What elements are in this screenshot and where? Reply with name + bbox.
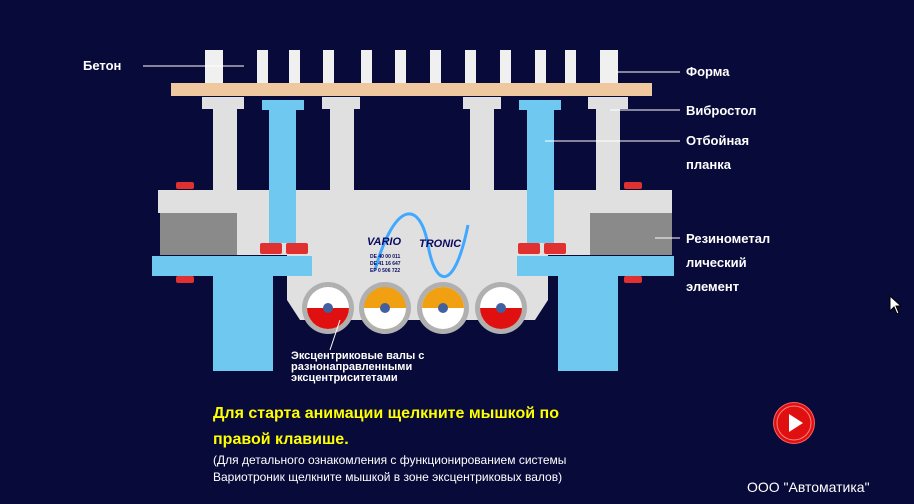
concrete-posts [205,50,618,83]
leader-lines [143,65,680,351]
label-beater-line2: планка [686,157,731,172]
patent-3: EP 0 506 722 [370,268,401,274]
label-rubber-line1: Резинометал [686,231,771,246]
label-rubber-line3: элемент [686,279,740,294]
label-form: Форма [686,64,730,79]
company-name: ООО "Автоматика" [747,479,870,495]
form-plate [171,83,652,96]
instruction-note: (Для детального ознакомления с функциони… [213,452,693,486]
label-shafts-line3: эксцентриситетами [291,372,398,384]
cursor-icon [889,295,903,315]
vario-wave [373,212,470,278]
patent-numbers: DE 40 00 011 DE 41 16 647 EP 0 506 722 [370,254,401,275]
label-shafts-line1: Эксцентриковые валы с [291,350,425,362]
label-shafts: Эксцентриковые валы с разнонаправленными… [291,351,491,384]
eccentric-shaft-2[interactable] [359,282,411,334]
label-concrete: Бетон [83,58,122,73]
instruction-note2: Вариотроник щелкните мышкой в зоне эксце… [213,470,563,484]
play-button[interactable] [774,403,814,443]
base-frame [152,256,674,371]
beater-bars [262,100,561,243]
instruction-text: Для старта анимации щелкните мышкой по п… [213,401,733,453]
label-beater: Отбойная планка [686,129,826,177]
brand-vario: VARIO [367,236,402,248]
eccentric-shafts[interactable] [302,282,527,334]
brand-tronic: TRONIC [419,238,462,250]
label-vibrotable: Вибростол [686,103,757,118]
rubber-element-right [590,213,672,255]
label-shafts-line2: разнонаправленными [291,361,413,373]
label-beater-line1: Отбойная [686,133,750,148]
rubber-element-left [160,213,237,255]
instruction-line2: правой клавише. [213,431,349,448]
eccentric-shaft-3[interactable] [417,282,469,334]
eccentric-shaft-4[interactable] [475,282,527,334]
patent-1: DE 40 00 011 [370,254,401,260]
instruction-line1: Для старта анимации щелкните мышкой по [213,405,559,422]
label-rubber: Резинометал лический элемент [686,227,826,299]
patent-2: DE 41 16 647 [370,261,401,267]
eccentric-shaft-1[interactable] [302,282,354,334]
play-icon [776,405,812,441]
instruction-note1: (Для детального ознакомления с функциони… [213,453,567,467]
bolts [176,182,642,283]
label-rubber-line2: лический [686,255,747,270]
